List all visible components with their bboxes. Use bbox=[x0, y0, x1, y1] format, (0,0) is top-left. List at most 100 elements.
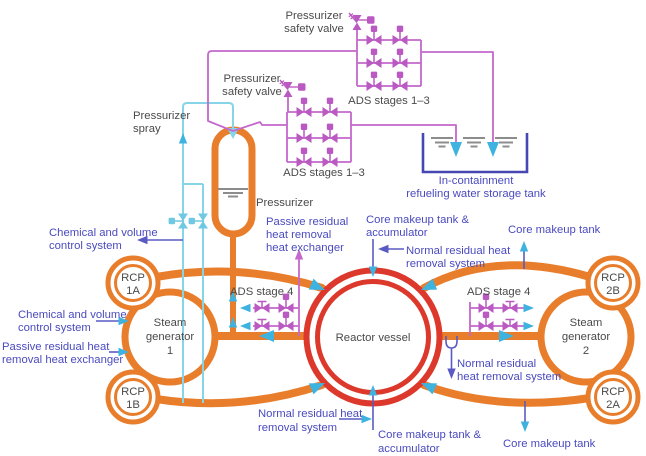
water-level-icon bbox=[431, 137, 517, 148]
label-ads4-right: ADS stage 4 bbox=[467, 286, 530, 298]
label-psv-mid-line1: Pressurizer bbox=[223, 73, 280, 85]
label-nrhs-bottom-line1: Normal residual heat bbox=[258, 408, 363, 420]
label-irwst-line2: refueling water storage tank bbox=[406, 188, 546, 200]
label-ads4-left: ADS stage 4 bbox=[230, 286, 293, 298]
ads-valve-icon bbox=[253, 318, 271, 332]
label-psv-mid-line2: safety valve bbox=[222, 86, 282, 98]
reactor-vessel-shape bbox=[303, 267, 443, 407]
label-sg1-line3: 1 bbox=[167, 345, 173, 357]
cvs-valve-icon bbox=[167, 212, 189, 230]
rcp-2a-pump bbox=[585, 369, 641, 425]
ads-valve-icon bbox=[321, 146, 339, 168]
ads-valve-icon bbox=[295, 146, 313, 168]
flow-arrow-icon bbox=[499, 330, 514, 342]
irwst-tank bbox=[421, 133, 529, 174]
flow-arrow-icon bbox=[487, 142, 499, 157]
label-nrhs-right-line2: heat removal system bbox=[457, 371, 561, 383]
ads-stages-1-3-upper-manifold bbox=[348, 12, 494, 150]
label-pressurizer: Pressurizer bbox=[256, 197, 313, 209]
label-cmt-acc-top-line1: Core makeup tank & bbox=[366, 214, 469, 226]
ads-valve-icon bbox=[391, 70, 409, 92]
flow-arrow-icon bbox=[240, 303, 251, 313]
label-cmt-top-right: Core makeup tank bbox=[508, 224, 601, 236]
rcp-1a-pump bbox=[105, 255, 161, 311]
rcp-1b-pump bbox=[105, 369, 161, 425]
label-rcp-1a-line2: 1A bbox=[126, 285, 140, 297]
ads-valve-icon bbox=[365, 47, 383, 69]
flow-arrow-icon bbox=[240, 321, 251, 331]
label-cmt-acc-top-line2: accumulator bbox=[366, 227, 428, 239]
label-cmt-acc-bottom-line2: accumulator bbox=[378, 443, 440, 455]
ads-valve-icon bbox=[277, 310, 295, 332]
flow-arrow-icon bbox=[520, 421, 530, 432]
label-sg1-line1: Steam bbox=[154, 317, 187, 329]
label-rcp-2a-line2: 2A bbox=[606, 399, 620, 411]
ads-valve-icon bbox=[365, 24, 383, 46]
cold-leg-lower-right-pipe bbox=[420, 381, 594, 407]
label-rcp-1b-line2: 1B bbox=[126, 399, 140, 411]
steam-generator-1-vessel bbox=[121, 288, 219, 386]
flow-arrow-icon bbox=[523, 321, 534, 331]
cold-leg-lower-left-pipe bbox=[152, 381, 326, 408]
pressurizer-vessel bbox=[211, 126, 256, 238]
label-sg2-line1: Steam bbox=[570, 317, 603, 329]
pointer-arrow-icon bbox=[378, 244, 389, 254]
ads-stage-4-right bbox=[469, 292, 532, 336]
pressurizer-to-upper-ads-line bbox=[207, 50, 357, 132]
label-irwst-line1: In-containment bbox=[439, 175, 515, 187]
steam-generator-2-vessel bbox=[537, 288, 635, 386]
label-spray-line1: Pressurizer bbox=[133, 110, 190, 122]
pointer-arrow-icon bbox=[361, 414, 372, 424]
cold-leg-upper-right-pipe bbox=[420, 261, 594, 292]
label-cmt-bottom-right: Core makeup tank bbox=[503, 438, 596, 450]
ads-valve-icon bbox=[501, 318, 519, 332]
label-ads13-upper: ADS stages 1–3 bbox=[348, 95, 430, 107]
label-prhr-left-line2: removal heat exchanger bbox=[2, 354, 123, 366]
ads-valve-icon bbox=[295, 122, 313, 144]
ads-valve-icon bbox=[365, 70, 383, 92]
label-psv-top-line1: Pressurizer bbox=[285, 10, 342, 22]
ads-valve-icon bbox=[501, 300, 519, 314]
label-cmt-acc-bottom-line1: Core makeup tank & bbox=[378, 429, 481, 441]
flow-arrow-icon bbox=[259, 330, 274, 342]
label-prhr-center-line1: Passive residual bbox=[266, 216, 348, 228]
ads-valve-icon bbox=[391, 24, 409, 46]
label-cvs-top-line2: control system bbox=[49, 240, 122, 252]
pointer-arrow-icon bbox=[447, 368, 456, 379]
ads-valve-icon bbox=[391, 47, 409, 69]
ads-valve-icon bbox=[321, 96, 339, 118]
label-ads13-lower: ADS stages 1–3 bbox=[283, 167, 365, 179]
label-prhr-left-line1: Passive residual heat bbox=[2, 341, 110, 353]
text-labels: Pressurizer safety valve Pressurizer saf… bbox=[2, 10, 625, 455]
label-rcp-2b-line2: 2B bbox=[606, 285, 620, 297]
label-sg2-line3: 2 bbox=[583, 345, 589, 357]
label-reactor-vessel: Reactor vessel bbox=[336, 332, 411, 344]
equipment bbox=[105, 126, 641, 425]
nrhs-right-drain-line bbox=[445, 336, 458, 374]
pressurizer-water-level-icon bbox=[218, 188, 248, 198]
label-rcp-1a-line1: RCP bbox=[121, 272, 145, 284]
label-nrhs-top-line2: removal system bbox=[406, 258, 485, 270]
ads-stages-1-3-lower-manifold bbox=[279, 79, 457, 168]
ads-valve-icon bbox=[321, 122, 339, 144]
flow-arrow-icon bbox=[519, 241, 529, 252]
pressurizer-safety-valve-icon bbox=[348, 12, 376, 31]
label-sg2-line2: generator bbox=[562, 331, 611, 343]
cold-leg-upper-left-pipe bbox=[152, 267, 326, 292]
rcp-2b-pump bbox=[585, 255, 641, 311]
ads-stage-4-left bbox=[253, 254, 300, 336]
cvs-valve-icon bbox=[187, 212, 209, 230]
label-nrhs-top-line1: Normal residual heat bbox=[406, 245, 511, 257]
label-rcp-2a-line1: RCP bbox=[601, 386, 625, 398]
flow-arrow-icon bbox=[178, 133, 188, 144]
label-nrhs-bottom-line2: removal system bbox=[258, 422, 337, 434]
label-prhr-center-line3: heat exchanger bbox=[266, 242, 344, 254]
label-cvs-top-line1: Chemical and volume bbox=[49, 227, 158, 239]
label-nrhs-right-line1: Normal residual bbox=[457, 358, 536, 370]
label-rcp-2b-line1: RCP bbox=[601, 272, 625, 284]
label-psv-top-line2: safety valve bbox=[284, 23, 344, 35]
flow-arrow-icon bbox=[523, 303, 534, 313]
label-rcp-1b-line1: RCP bbox=[121, 386, 145, 398]
